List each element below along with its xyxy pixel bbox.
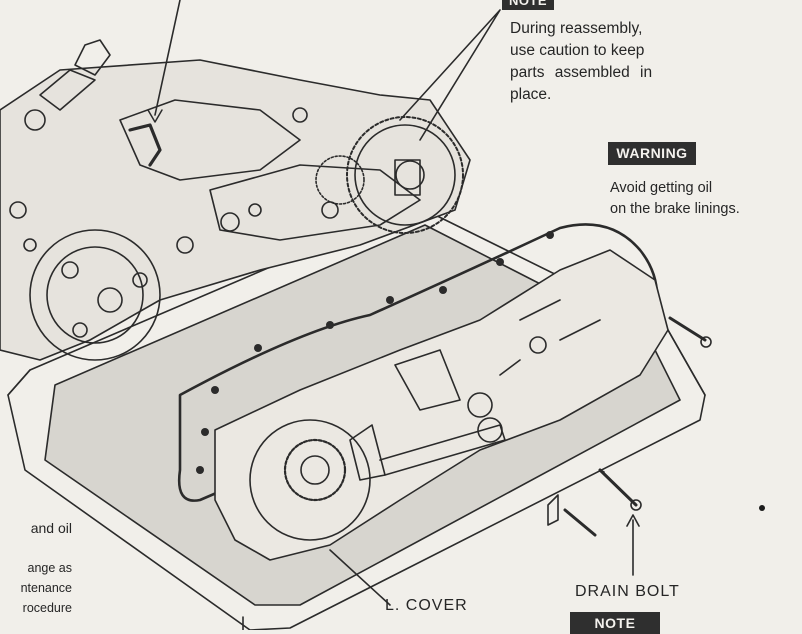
leader-cover: [329, 549, 391, 606]
left-text-fragments: and oil ange as ntenance rocedure: [0, 516, 72, 618]
left-fragment: and oil: [30, 520, 72, 536]
note-line: parts assembled in: [510, 64, 653, 81]
warning-line: on the brake linings.: [610, 201, 740, 217]
left-fragment: ntenance: [20, 581, 72, 595]
left-fragment: ange as: [27, 561, 72, 575]
drive-gear: [346, 116, 464, 234]
warning-line: Avoid getting oil: [610, 180, 713, 196]
drip-tray: [7, 204, 706, 630]
leader-note: [399, 9, 501, 141]
note-line: place.: [510, 86, 552, 103]
note-line: During reassembly,: [510, 20, 643, 37]
warning-text: Avoid getting oil on the brake linings.: [610, 178, 740, 220]
black-wire: [128, 123, 162, 167]
note-line: use caution to keep: [510, 42, 645, 59]
engine-case: [0, 59, 471, 361]
note-text: During reassembly, use caution to keep p…: [510, 18, 685, 106]
left-fragment: rocedure: [22, 601, 72, 615]
l-cover-label: L. COVER: [385, 597, 468, 614]
bottom-note-badge: NOTE: [570, 612, 660, 634]
drain-bolt: [598, 468, 638, 507]
note-badge: NOTE: [502, 0, 554, 10]
leader-top-left: [154, 0, 181, 116]
drain-bolt-label: DRAIN BOLT: [575, 583, 680, 600]
ink-dot: [759, 505, 765, 511]
cover-bolt: [668, 316, 707, 342]
warning-badge: WARNING: [608, 142, 696, 165]
